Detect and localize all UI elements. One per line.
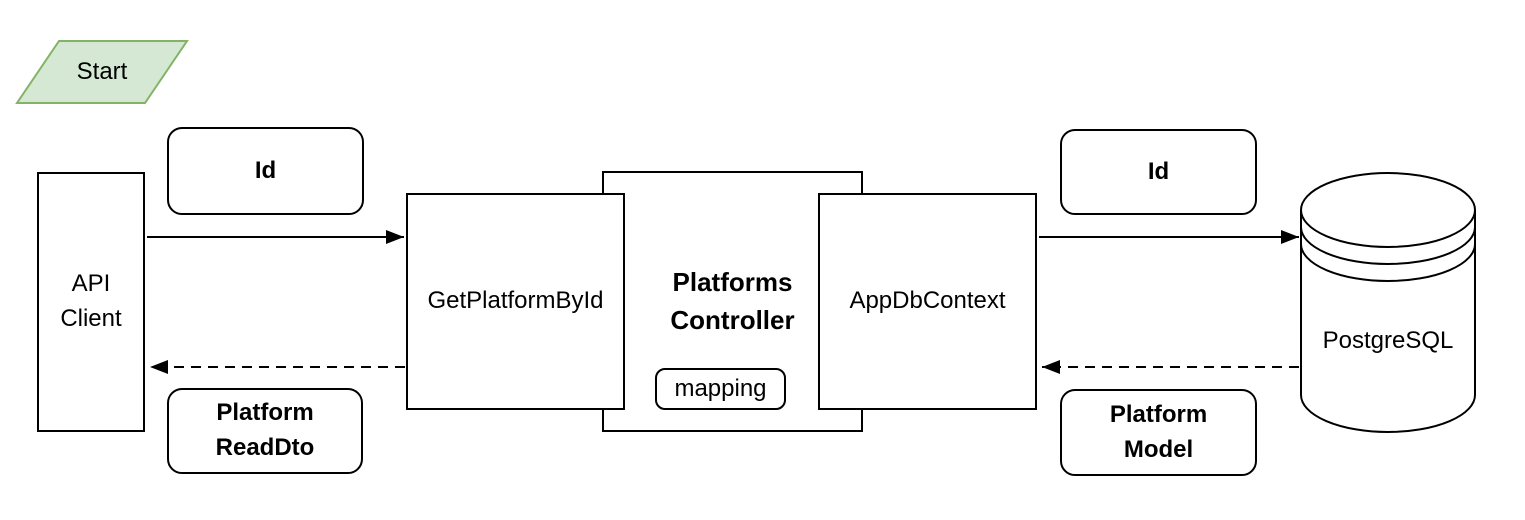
id-right-label: Id: [1147, 157, 1170, 185]
node-app-db-context: AppDbContext: [818, 193, 1037, 410]
mapping-label: mapping: [674, 374, 767, 402]
postgresql-label: PostgreSQL: [1322, 327, 1454, 354]
cylinder-top-ellipse: [1300, 172, 1476, 248]
node-id-payload-right: Id: [1060, 129, 1257, 215]
postgresql-node-label-container: PostgreSQL: [1301, 321, 1475, 361]
app-db-context-label: AppDbContext: [849, 287, 1006, 315]
platforms-controller-label: Platforms Controller: [670, 266, 795, 335]
node-platform-model: Platform Model: [1060, 389, 1257, 476]
postgresql-cylinder-shape: [1300, 172, 1476, 433]
start-node-label-container: Start: [17, 41, 187, 103]
cylinder-body: [1300, 210, 1476, 433]
cylinder-ring-1: [1300, 226, 1476, 265]
node-get-platform-by-id: GetPlatformById: [406, 193, 625, 410]
id-left-label: Id: [254, 156, 277, 184]
cylinder-ring-2: [1300, 243, 1476, 282]
node-id-payload-left: Id: [167, 127, 364, 215]
node-api-client: API Client: [37, 172, 145, 432]
platform-model-label: Platform Model: [1109, 400, 1208, 463]
platform-read-dto-label: Platform ReadDto: [215, 399, 315, 461]
node-mapping: mapping: [655, 368, 786, 410]
start-label: Start: [76, 58, 128, 85]
api-client-label: API Client: [60, 270, 122, 332]
get-platform-by-id-label: GetPlatformById: [427, 287, 604, 315]
start-parallelogram-shape: [15, 40, 189, 104]
node-platform-read-dto: Platform ReadDto: [167, 388, 363, 474]
